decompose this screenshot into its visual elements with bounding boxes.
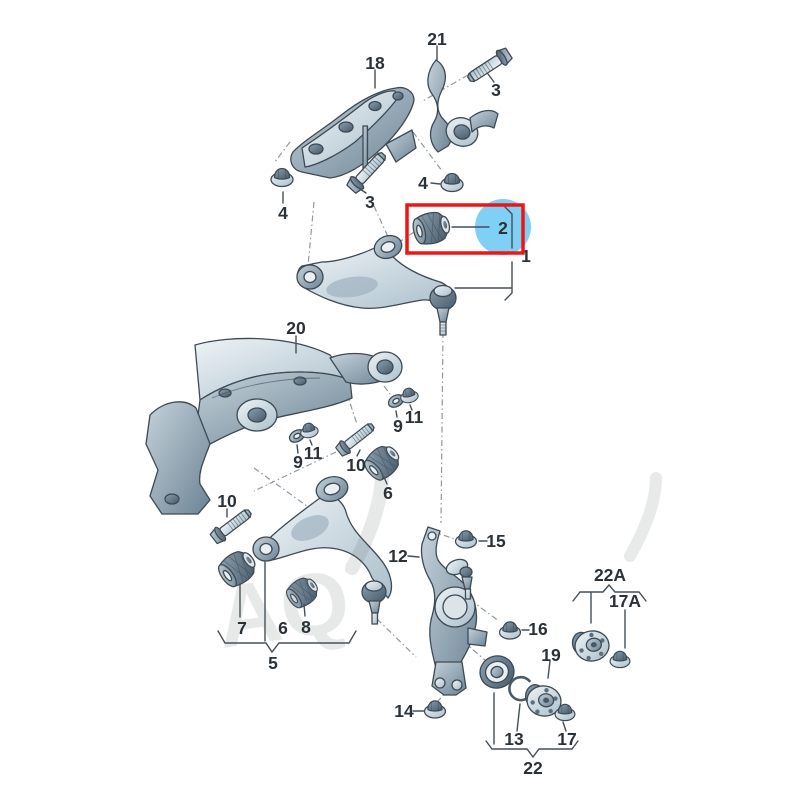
part-5-lower-control-arm (252, 476, 393, 625)
callout-16: 16 (528, 619, 548, 639)
callout-9-left: 9 (293, 452, 303, 472)
callout-10-left: 10 (217, 491, 237, 511)
watermark: AQ (211, 471, 662, 667)
nut-4-left (270, 167, 294, 188)
highlight-circle (475, 199, 531, 255)
highlight-box (405, 203, 525, 255)
callout-11-left: 11 (304, 443, 323, 463)
callout-14: 14 (394, 701, 414, 721)
callout-12: 12 (388, 546, 408, 566)
callout-4-left: 4 (278, 203, 288, 223)
callout-21: 21 (427, 29, 447, 49)
nut-14 (423, 700, 447, 719)
callout-7: 7 (237, 618, 247, 638)
callout-19: 19 (541, 645, 561, 665)
callout-8: 8 (301, 617, 311, 637)
callouts: 18 21 3 4 3 4 2 1 20 11 9 10 6 9 11 10 7… (217, 29, 641, 778)
callout-5: 5 (268, 653, 278, 673)
bolt-10-left (208, 504, 256, 547)
part-1-upper-control-arm (296, 234, 457, 336)
bolt-10-right (333, 418, 379, 459)
part-13-wheel-bearing (479, 655, 515, 689)
callout-17: 17 (557, 729, 576, 749)
callout-4-mid: 4 (418, 173, 428, 193)
callout-17a: 17A (609, 591, 641, 611)
callout-1: 1 (521, 246, 531, 266)
snap-ring (508, 675, 532, 702)
callout-22a: 22A (594, 565, 626, 585)
callout-11-right: 11 (405, 407, 424, 427)
callout-15: 15 (486, 531, 506, 551)
callout-6-mid: 6 (383, 483, 393, 503)
leader-lines (217, 45, 647, 759)
nut-17a (609, 650, 631, 669)
callout-3-top: 3 (491, 80, 501, 100)
nut-16 (498, 621, 522, 640)
bushing-2 (409, 208, 454, 248)
callout-20: 20 (286, 318, 306, 338)
nut-15 (454, 530, 478, 549)
callout-10-right: 10 (346, 455, 366, 475)
callout-18: 18 (365, 53, 385, 73)
part-21-bracket (427, 59, 499, 153)
part-20-subframe (145, 337, 403, 515)
nut-4-mid (440, 172, 464, 193)
callout-22: 22 (523, 758, 543, 778)
callout-13: 13 (504, 729, 524, 749)
callout-6-bottom: 6 (278, 618, 288, 638)
callout-9-right: 9 (393, 416, 403, 436)
callout-3-mid: 3 (365, 192, 375, 212)
watermark-text: AQ (211, 550, 355, 666)
bolt-3-top (463, 45, 515, 87)
part-18-upper-bracket (290, 86, 417, 179)
part-12-steering-knuckle (420, 526, 488, 696)
part-22a-wheel-hub (570, 628, 612, 665)
callout-2-highlighted: 2 (498, 218, 508, 238)
tie-rod-end (445, 558, 473, 600)
